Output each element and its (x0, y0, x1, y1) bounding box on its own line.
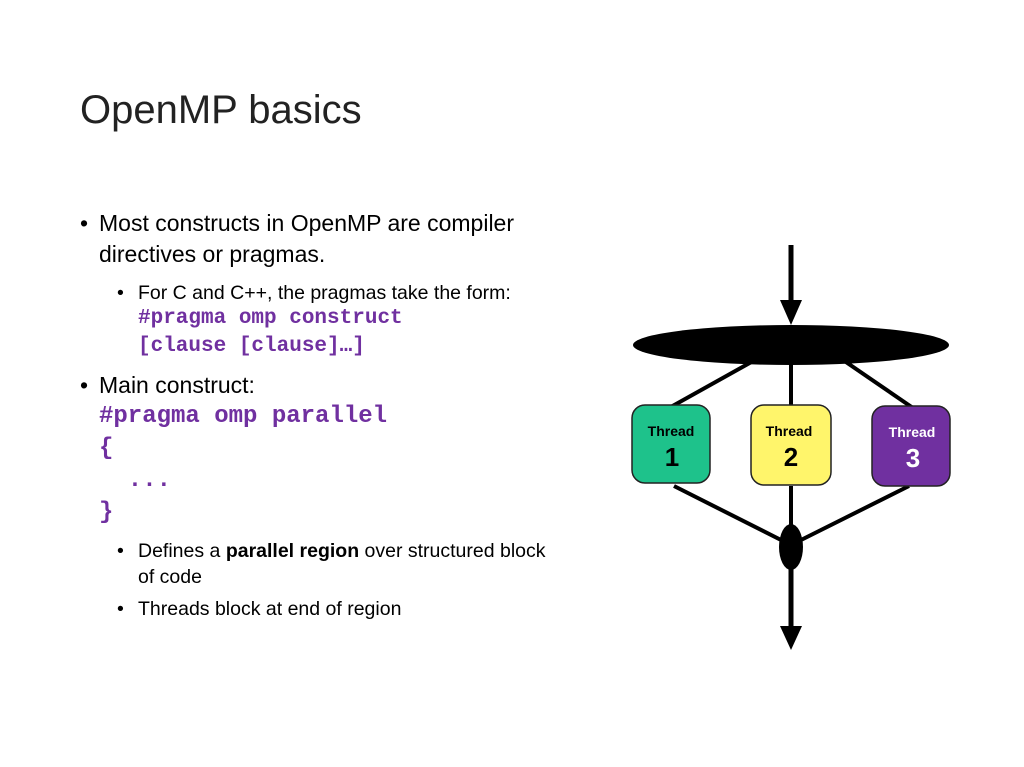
thread-number-2: 2 (784, 442, 798, 472)
sub-bullet-pragma-form-text: For C and C++, the pragmas take the form… (138, 282, 511, 304)
outgoing-arrow-head (780, 626, 802, 650)
slide-content: Most constructs in OpenMP are compiler d… (80, 208, 550, 622)
fork-join-diagram: Thread 1 Thread 2 Thread 3 (631, 245, 951, 650)
sub-bullet-parallel-region-post: over structured block of code (138, 540, 546, 588)
bullet-main-construct: Main construct: #pragma omp parallel { .… (80, 370, 550, 529)
fork-ellipse (633, 325, 949, 365)
thread-number-1: 1 (665, 442, 679, 472)
code-clause: [clause [clause]…] (138, 335, 365, 358)
thread-box-3: Thread 3 (871, 405, 951, 487)
thread-box-1: Thread 1 (631, 404, 711, 484)
slide-title: OpenMP basics (80, 88, 362, 132)
thread-box-2-shape (750, 404, 832, 486)
join-line-1 (673, 484, 784, 543)
join-line-3 (798, 484, 910, 543)
code-ellipsis: ... (99, 467, 172, 494)
thread-number-3: 3 (906, 443, 920, 473)
thread-box-1-shape (631, 404, 711, 484)
thread-label-1: Thread (648, 423, 695, 439)
code-pragma-parallel: #pragma omp parallel (99, 403, 388, 430)
thread-label-2: Thread (766, 423, 813, 439)
thread-box-2: Thread 2 (750, 404, 832, 486)
fork-line-1 (668, 358, 756, 410)
bullet-compiler-directives: Most constructs in OpenMP are compiler d… (80, 208, 550, 270)
join-dot (779, 524, 803, 570)
fork-line-3 (841, 358, 915, 410)
code-pragma-construct: #pragma omp construct (138, 307, 403, 330)
bullet-main-construct-text: Main construct: (99, 372, 255, 398)
incoming-arrow-head (780, 300, 802, 325)
thread-box-3-shape (871, 405, 951, 487)
sub-bullet-parallel-region-pre: Defines a (138, 540, 226, 562)
code-open-brace: { (99, 435, 114, 462)
sub-bullet-pragma-form: For C and C++, the pragmas take the form… (117, 280, 550, 361)
sub-bullet-threads-block: Threads block at end of region (117, 596, 550, 622)
code-close-brace: } (99, 499, 114, 526)
parallel-region-term: parallel region (225, 540, 360, 562)
thread-label-3: Thread (889, 424, 936, 440)
sub-bullet-parallel-region: Defines a parallel region over structure… (117, 538, 550, 590)
